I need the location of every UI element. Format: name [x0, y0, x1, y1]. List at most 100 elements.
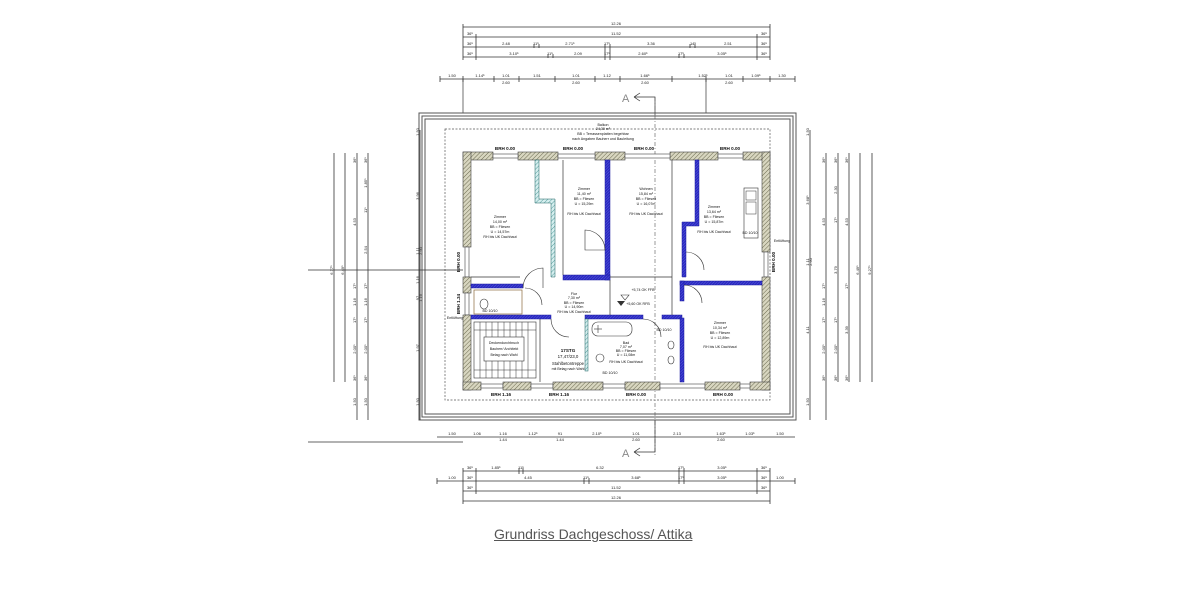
dim-label: 17⁵	[821, 317, 826, 323]
dim-label: 1.50	[805, 127, 810, 136]
room-note: RH bis UK Dachhaut	[703, 345, 736, 349]
dim-label: 2.60	[717, 437, 726, 442]
opening-label: BD 10/10	[603, 371, 618, 375]
section-label: A	[622, 93, 630, 105]
dim-label: 2.51	[724, 41, 733, 46]
dim-label: 97	[415, 295, 420, 300]
dim-label: 3.96	[415, 191, 420, 200]
dim-label: 2.00⁵	[821, 344, 826, 354]
brh-label: BRH 1.16	[491, 392, 512, 397]
dim-label: 91	[558, 431, 563, 436]
dim-label: 2.60	[725, 80, 734, 85]
brh-label: BRH 0.00	[495, 146, 516, 151]
room-note: RH bis UK Dachhaut	[483, 235, 516, 239]
dim-label: 36⁵	[761, 41, 767, 46]
sink-icon	[595, 353, 605, 363]
dim-label: 1.14⁵	[475, 73, 485, 78]
opening-labels: BD 10/10 BD 10/10 BD 10/10 BD 10/10	[483, 231, 758, 375]
dim-label: 2.00⁵	[352, 344, 357, 354]
dim-label: 1.50	[448, 73, 457, 78]
dim-label: 6.49⁵	[855, 265, 860, 275]
room-floor: BB = Fliesen	[636, 197, 656, 201]
dim-label: 11⁵	[583, 475, 589, 480]
dim-label: 6.77⁵	[329, 265, 334, 275]
dim-label: 1.03⁵	[745, 431, 755, 436]
dim-label: 36⁵	[833, 375, 838, 381]
level-labels: +5,74 OK FFB +5,60 OK RFB	[626, 288, 655, 306]
dim-label: 1.50	[415, 127, 420, 136]
dim-label: 3.05⁵	[717, 51, 727, 56]
entluftung-label-left: Entlüftung	[447, 316, 463, 320]
stair-steps: 17STG	[561, 348, 576, 353]
brh-label: BRH 0.00	[563, 146, 584, 151]
stair-note: mit Belag nach Wahl	[552, 367, 585, 371]
dim-label: 36⁵	[467, 51, 473, 56]
dim-label: 3.79	[833, 265, 838, 274]
dim-label: 1.66⁵	[640, 73, 650, 78]
dim-label: 2.30	[833, 185, 838, 194]
dim-label: 36⁵	[467, 31, 473, 36]
opening-label: BD 10/10	[657, 328, 672, 332]
room-perimeter: U = 14,90m	[565, 305, 584, 309]
dim-label: 11.52	[611, 31, 621, 36]
dim-label: 2.60	[572, 80, 581, 85]
dim-label: 36⁵	[467, 41, 473, 46]
dim-label: 1.50	[448, 431, 457, 436]
dim-label: 36⁵	[363, 157, 368, 163]
dim-label: 3.10⁵	[509, 51, 519, 56]
dim-label: 3.68⁵	[631, 475, 641, 480]
dim-label: 17⁵	[833, 217, 838, 223]
brh-labels: BRH 0.00 BRH 0.00 BRH 0.00 BRH 0.00 BRH …	[456, 146, 776, 397]
dim-label: 1.12	[603, 73, 612, 78]
dim-label: 1.85⁵	[491, 465, 501, 470]
balcony-name: Balkon	[598, 123, 609, 127]
dim-label: 2.10⁵	[592, 431, 602, 436]
room-wohnen: Wohnen 15,84 m² BB = Fliesen U = 16,07m …	[629, 187, 662, 216]
room-name: Zimmer	[578, 187, 591, 191]
dim-label: 1.16	[415, 275, 420, 284]
room-note: RH bis UK Dachhaut	[697, 230, 730, 234]
stair-landing-text: Deckendurchbruch	[489, 341, 519, 345]
dim-label: 1.12⁵	[528, 431, 538, 436]
stair: Deckendurchbruch Bauherr/ Architekt Bela…	[473, 321, 585, 379]
brh-label: BRH 0.00	[720, 146, 741, 151]
dim-label: 12.26	[611, 495, 622, 500]
dim-label: 2.00⁵	[833, 344, 838, 354]
dim-label: 2.60	[808, 257, 813, 266]
room-area: 11,40 m²	[577, 192, 592, 196]
dim-label: 1.52⁵	[698, 73, 708, 78]
brh-label: BRH 0.00	[771, 251, 776, 272]
room-name: Flur	[571, 292, 578, 296]
room-name: Zimmer	[708, 205, 721, 209]
dim-label: 17⁵	[352, 317, 357, 323]
dim-label: 1.51	[533, 73, 542, 78]
toilet-icon	[667, 340, 675, 350]
balcony-note: nach Angaben Bauherr und Bauleitung	[572, 137, 634, 141]
dim-overall-width: 12.26	[611, 21, 622, 26]
dim-label: 17⁵	[363, 283, 368, 289]
room-floor: BB = Fliesen	[704, 215, 724, 219]
opening-label: BD 10/10	[483, 309, 498, 313]
dim-label: 1.63⁵	[716, 431, 726, 436]
toilet-icon	[479, 298, 489, 310]
dim-label: 1.09⁵	[751, 73, 761, 78]
opening-label: BD 10/10	[743, 231, 758, 235]
bathtub-icon	[591, 321, 633, 337]
dim-label: 11.52	[611, 485, 621, 490]
interior-walls	[470, 159, 763, 383]
dim-label: 36⁵	[761, 51, 767, 56]
brh-label: BRH 0.00	[713, 392, 734, 397]
dim-label: 3.05⁵	[717, 465, 727, 470]
room-floor: BB = Fliesen	[490, 225, 510, 229]
dim-label: 1.30	[778, 73, 787, 78]
dim-label: 2.13	[673, 431, 682, 436]
dim-label: 36⁵	[761, 31, 767, 36]
drawing-title: Grundriss Dachgeschoss/ Attika	[494, 526, 693, 542]
dim-label: 4.53	[352, 217, 357, 226]
attika-outline	[418, 112, 797, 421]
dim-label: 6.32	[596, 465, 605, 470]
dim-label: 1.16	[352, 297, 357, 306]
dim-label: 36⁵	[761, 475, 767, 480]
dim-label: 1.50	[415, 397, 420, 406]
room-area: 14,00 m²	[493, 220, 508, 224]
